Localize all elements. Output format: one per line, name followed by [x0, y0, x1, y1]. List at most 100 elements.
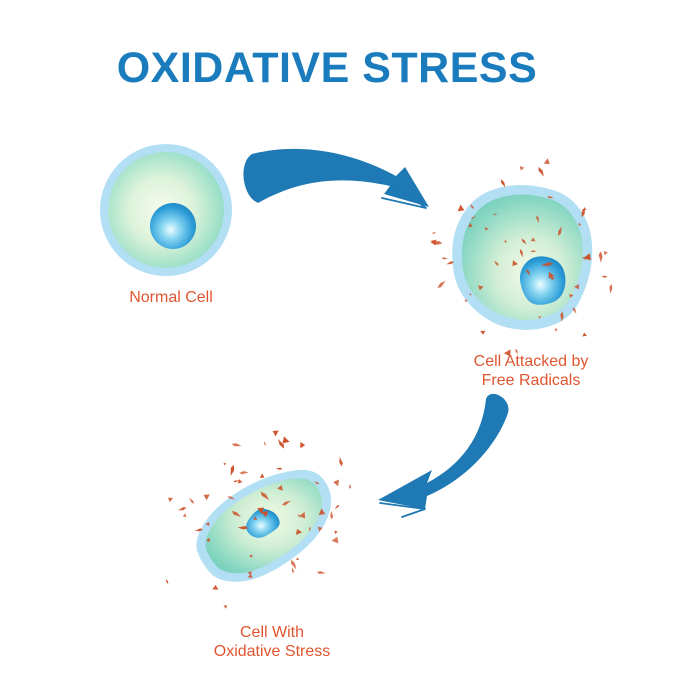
- free-radical-speckle: [281, 500, 291, 506]
- free-radical-speckle: [572, 306, 577, 314]
- free-radical-speckle: [233, 480, 240, 483]
- free-radical-speckle: [543, 158, 550, 165]
- free-radical-speckle: [494, 260, 499, 266]
- curved-arrow-icon: [243, 148, 429, 207]
- free-radical-speckle: [574, 284, 580, 290]
- free-radical-speckle: [547, 196, 554, 199]
- free-radical-speckle: [223, 605, 228, 609]
- free-radical-speckle: [227, 496, 236, 500]
- attacked-cell-label: Cell Attacked by Free Radicals: [474, 352, 589, 390]
- free-radical-speckle: [237, 526, 249, 530]
- free-radical-speckle: [212, 584, 219, 590]
- free-radical-particles-inside-stressed: [231, 485, 306, 559]
- free-radical-speckle: [470, 216, 476, 219]
- free-radical-speckle: [297, 513, 300, 519]
- free-radical-speckle: [230, 464, 235, 477]
- free-radical-speckle: [468, 222, 473, 228]
- free-radical-speckle: [529, 250, 537, 253]
- stressed-cell-nucleus: [246, 508, 280, 538]
- free-radical-speckle: [584, 253, 591, 261]
- free-radical-speckle: [446, 261, 455, 265]
- free-radical-speckle: [259, 473, 265, 479]
- attacked-cell-nucleus: [519, 256, 566, 305]
- free-radical-speckle: [431, 232, 437, 234]
- free-radical-speckle: [469, 293, 472, 296]
- free-radical-speckle: [205, 522, 210, 527]
- page-title: OXIDATIVE STRESS: [116, 44, 538, 92]
- free-radical-speckle: [457, 204, 465, 212]
- free-radical-speckle: [503, 349, 511, 357]
- free-radical-speckle: [609, 283, 613, 294]
- free-radical-speckle: [334, 504, 340, 509]
- free-radical-speckle: [223, 462, 227, 466]
- free-radical-speckle: [231, 510, 242, 518]
- free-radical-speckle: [277, 485, 283, 491]
- free-radical-speckle: [168, 497, 173, 503]
- free-radical-speckle: [318, 508, 326, 516]
- free-radical-speckle: [291, 567, 294, 574]
- free-radical-speckle: [554, 328, 558, 332]
- free-radical-particles-around-attacked: [430, 158, 613, 357]
- free-radical-speckle: [582, 332, 587, 337]
- free-radical-speckle: [519, 166, 525, 171]
- free-radical-speckle: [263, 441, 266, 447]
- curved-arrow-icon: [378, 393, 509, 509]
- free-radical-particles-inside-attacked: [477, 213, 562, 291]
- arrow-accent-line: [379, 502, 426, 518]
- free-radical-speckle: [330, 510, 334, 520]
- free-radical-speckle: [550, 276, 556, 281]
- free-radical-speckle: [526, 268, 531, 276]
- free-radical-speckle: [538, 166, 544, 177]
- free-radical-speckle: [260, 491, 270, 501]
- free-radical-speckle: [231, 443, 242, 447]
- free-radical-speckle: [165, 579, 169, 585]
- free-radical-speckle: [237, 479, 243, 484]
- free-radical-speckle: [530, 237, 536, 242]
- attacked-cell-illustration: [430, 158, 613, 357]
- stressed-cell-label-line1: Cell With: [239, 624, 305, 641]
- free-radical-speckle: [334, 530, 338, 535]
- free-radical-speckle: [295, 528, 303, 535]
- free-radical-speckle: [512, 260, 519, 267]
- free-radical-speckle: [189, 497, 194, 504]
- free-radical-speckle: [247, 570, 252, 576]
- normal-cell-label: Normal Cell: [129, 288, 213, 307]
- free-radical-speckle: [316, 571, 326, 574]
- normal-cell-illustration: [100, 144, 232, 276]
- free-radical-speckle: [203, 494, 210, 501]
- stressed-cell-illustration: [165, 430, 351, 609]
- attacked-cell-label-line1: Cell Attacked by: [473, 353, 589, 370]
- free-radical-speckle: [277, 438, 285, 449]
- free-radical-speckle: [349, 483, 351, 490]
- free-radical-speckle: [257, 507, 264, 514]
- free-radical-speckle: [601, 275, 608, 278]
- free-radical-speckle: [504, 240, 508, 244]
- arrow-accent-line: [381, 183, 427, 209]
- free-radical-speckle: [247, 573, 253, 579]
- free-radical-speckle: [441, 257, 448, 260]
- free-radical-speckle: [339, 456, 343, 467]
- arrow-attacked-to-stressed: [378, 393, 509, 518]
- free-radical-speckle: [182, 513, 187, 518]
- free-radical-speckle: [560, 311, 564, 322]
- free-radical-speckle: [480, 330, 486, 335]
- free-radical-speckle: [477, 285, 484, 291]
- free-radical-speckle: [493, 213, 498, 216]
- free-radical-speckle: [314, 481, 320, 485]
- free-radical-speckle: [272, 430, 279, 437]
- free-radical-particles-around-stressed: [165, 430, 351, 609]
- free-radical-speckle: [430, 239, 437, 246]
- free-radical-speckle: [538, 316, 542, 319]
- free-radical-speckle: [469, 204, 474, 210]
- free-radical-speckle: [569, 293, 574, 298]
- free-radical-speckle: [521, 238, 527, 245]
- free-radical-speckle: [177, 507, 187, 511]
- free-radical-speckle: [333, 479, 340, 487]
- free-radical-speckle: [296, 557, 300, 561]
- free-radical-speckle: [194, 528, 204, 532]
- free-radical-speckle: [261, 510, 269, 518]
- normal-cell-label-text: Normal Cell: [129, 289, 213, 306]
- free-radical-speckle: [540, 261, 554, 267]
